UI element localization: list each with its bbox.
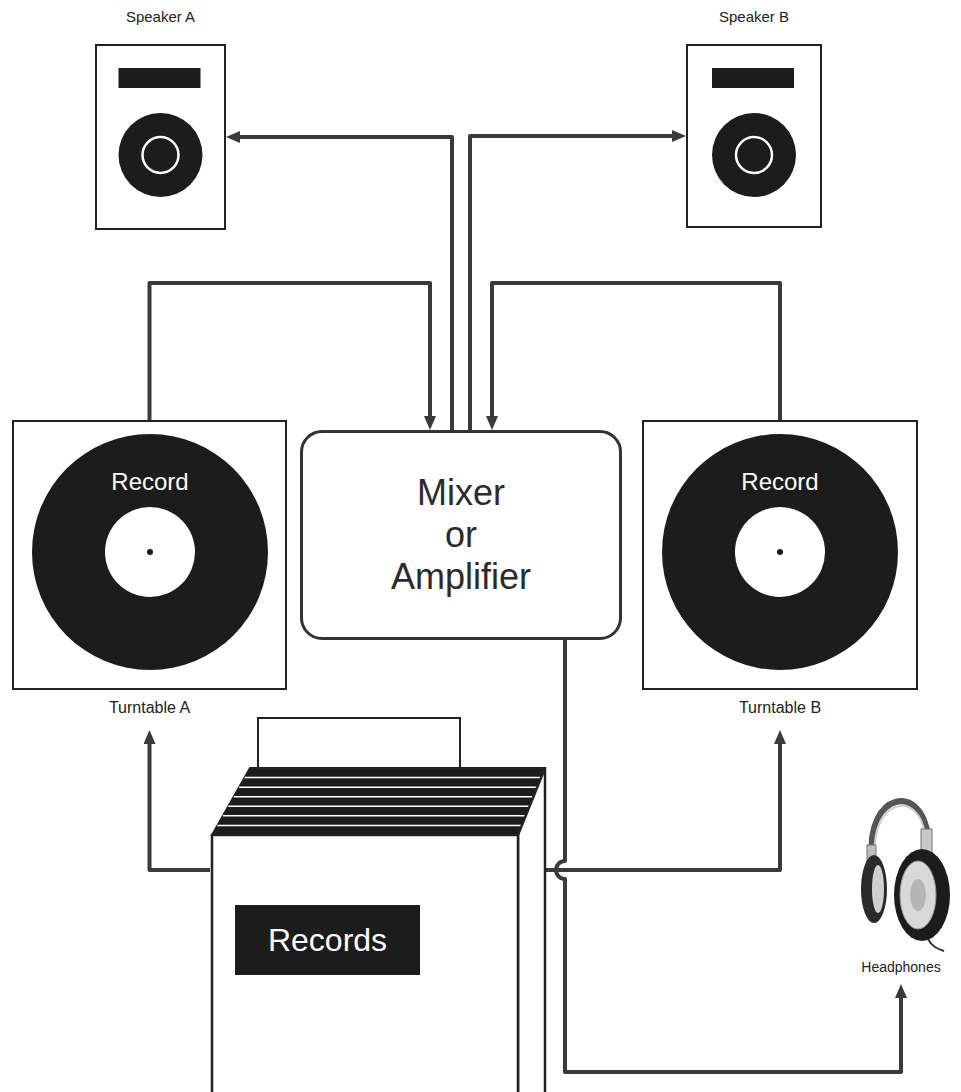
tweeter-panel bbox=[712, 68, 794, 88]
speaker-drawing bbox=[95, 8, 226, 230]
woofer-cone bbox=[119, 113, 203, 197]
signal-arrow bbox=[150, 744, 211, 870]
mixer-label: Mixer or Amplifier bbox=[303, 472, 619, 598]
crate-node: Records bbox=[205, 715, 550, 1092]
crate-label: Records bbox=[235, 905, 420, 975]
record-gap bbox=[234, 796, 534, 798]
record-centre-label bbox=[735, 507, 825, 597]
record-node: Record bbox=[662, 434, 898, 670]
speaker-cabinet bbox=[687, 45, 821, 227]
ear-cup-trim bbox=[872, 865, 884, 913]
crate-front bbox=[212, 835, 518, 1092]
record-disc bbox=[32, 434, 268, 670]
mixer-node: Mixer or Amplifier bbox=[300, 430, 622, 640]
turntable-node: Turntable B Record bbox=[642, 420, 918, 730]
speaker-node: Speaker B bbox=[686, 8, 822, 228]
speaker-label: Speaker A bbox=[95, 8, 226, 26]
record-spindle bbox=[777, 549, 783, 555]
headband bbox=[872, 801, 928, 857]
record-label: Record bbox=[32, 468, 268, 496]
record-gap bbox=[239, 786, 537, 788]
turntable-plinth bbox=[13, 421, 286, 689]
record-node: Record bbox=[32, 434, 268, 670]
record-label: Record bbox=[662, 468, 898, 496]
turntable-plinth bbox=[643, 421, 917, 689]
record-edges bbox=[212, 768, 545, 835]
speaker-label: Speaker B bbox=[686, 8, 822, 26]
record-spindle bbox=[147, 549, 153, 555]
ear-cup bbox=[894, 849, 950, 941]
signal-arrow bbox=[150, 283, 431, 420]
crate-side bbox=[518, 768, 545, 1092]
headphones-label: Headphones bbox=[848, 959, 954, 976]
woofer-ring bbox=[736, 137, 772, 173]
headphones-icon bbox=[848, 785, 954, 955]
ear-cup-plate bbox=[900, 861, 936, 929]
speaker-cabinet bbox=[96, 45, 225, 229]
record-gap bbox=[245, 777, 542, 779]
woofer-cone bbox=[712, 113, 796, 197]
headband-highlight bbox=[875, 806, 925, 855]
record-gap bbox=[228, 806, 529, 808]
record-crate-drawing bbox=[205, 715, 550, 1092]
tweeter-panel bbox=[119, 68, 201, 88]
turntable-label: Turntable B bbox=[642, 698, 918, 718]
turntable-node: Turntable A Record bbox=[12, 420, 287, 730]
signal-arrow bbox=[492, 283, 780, 420]
record-centre-label bbox=[105, 507, 195, 597]
ear-cup-centre bbox=[910, 879, 926, 911]
signal-arrow bbox=[556, 640, 901, 1072]
headphones bbox=[861, 801, 950, 951]
woofer-ring bbox=[143, 137, 179, 173]
headphone-cable bbox=[928, 939, 944, 951]
speaker-drawing bbox=[686, 8, 822, 228]
signal-arrow bbox=[545, 744, 780, 870]
record-crate bbox=[212, 718, 545, 1092]
ear-cup bbox=[861, 855, 887, 923]
record-gap bbox=[223, 815, 526, 817]
record-gap bbox=[217, 825, 521, 827]
record-disc bbox=[662, 434, 898, 670]
phones-node: Headphones bbox=[848, 785, 954, 984]
turntable-label: Turntable A bbox=[12, 698, 287, 718]
speaker-node: Speaker A bbox=[95, 8, 226, 230]
